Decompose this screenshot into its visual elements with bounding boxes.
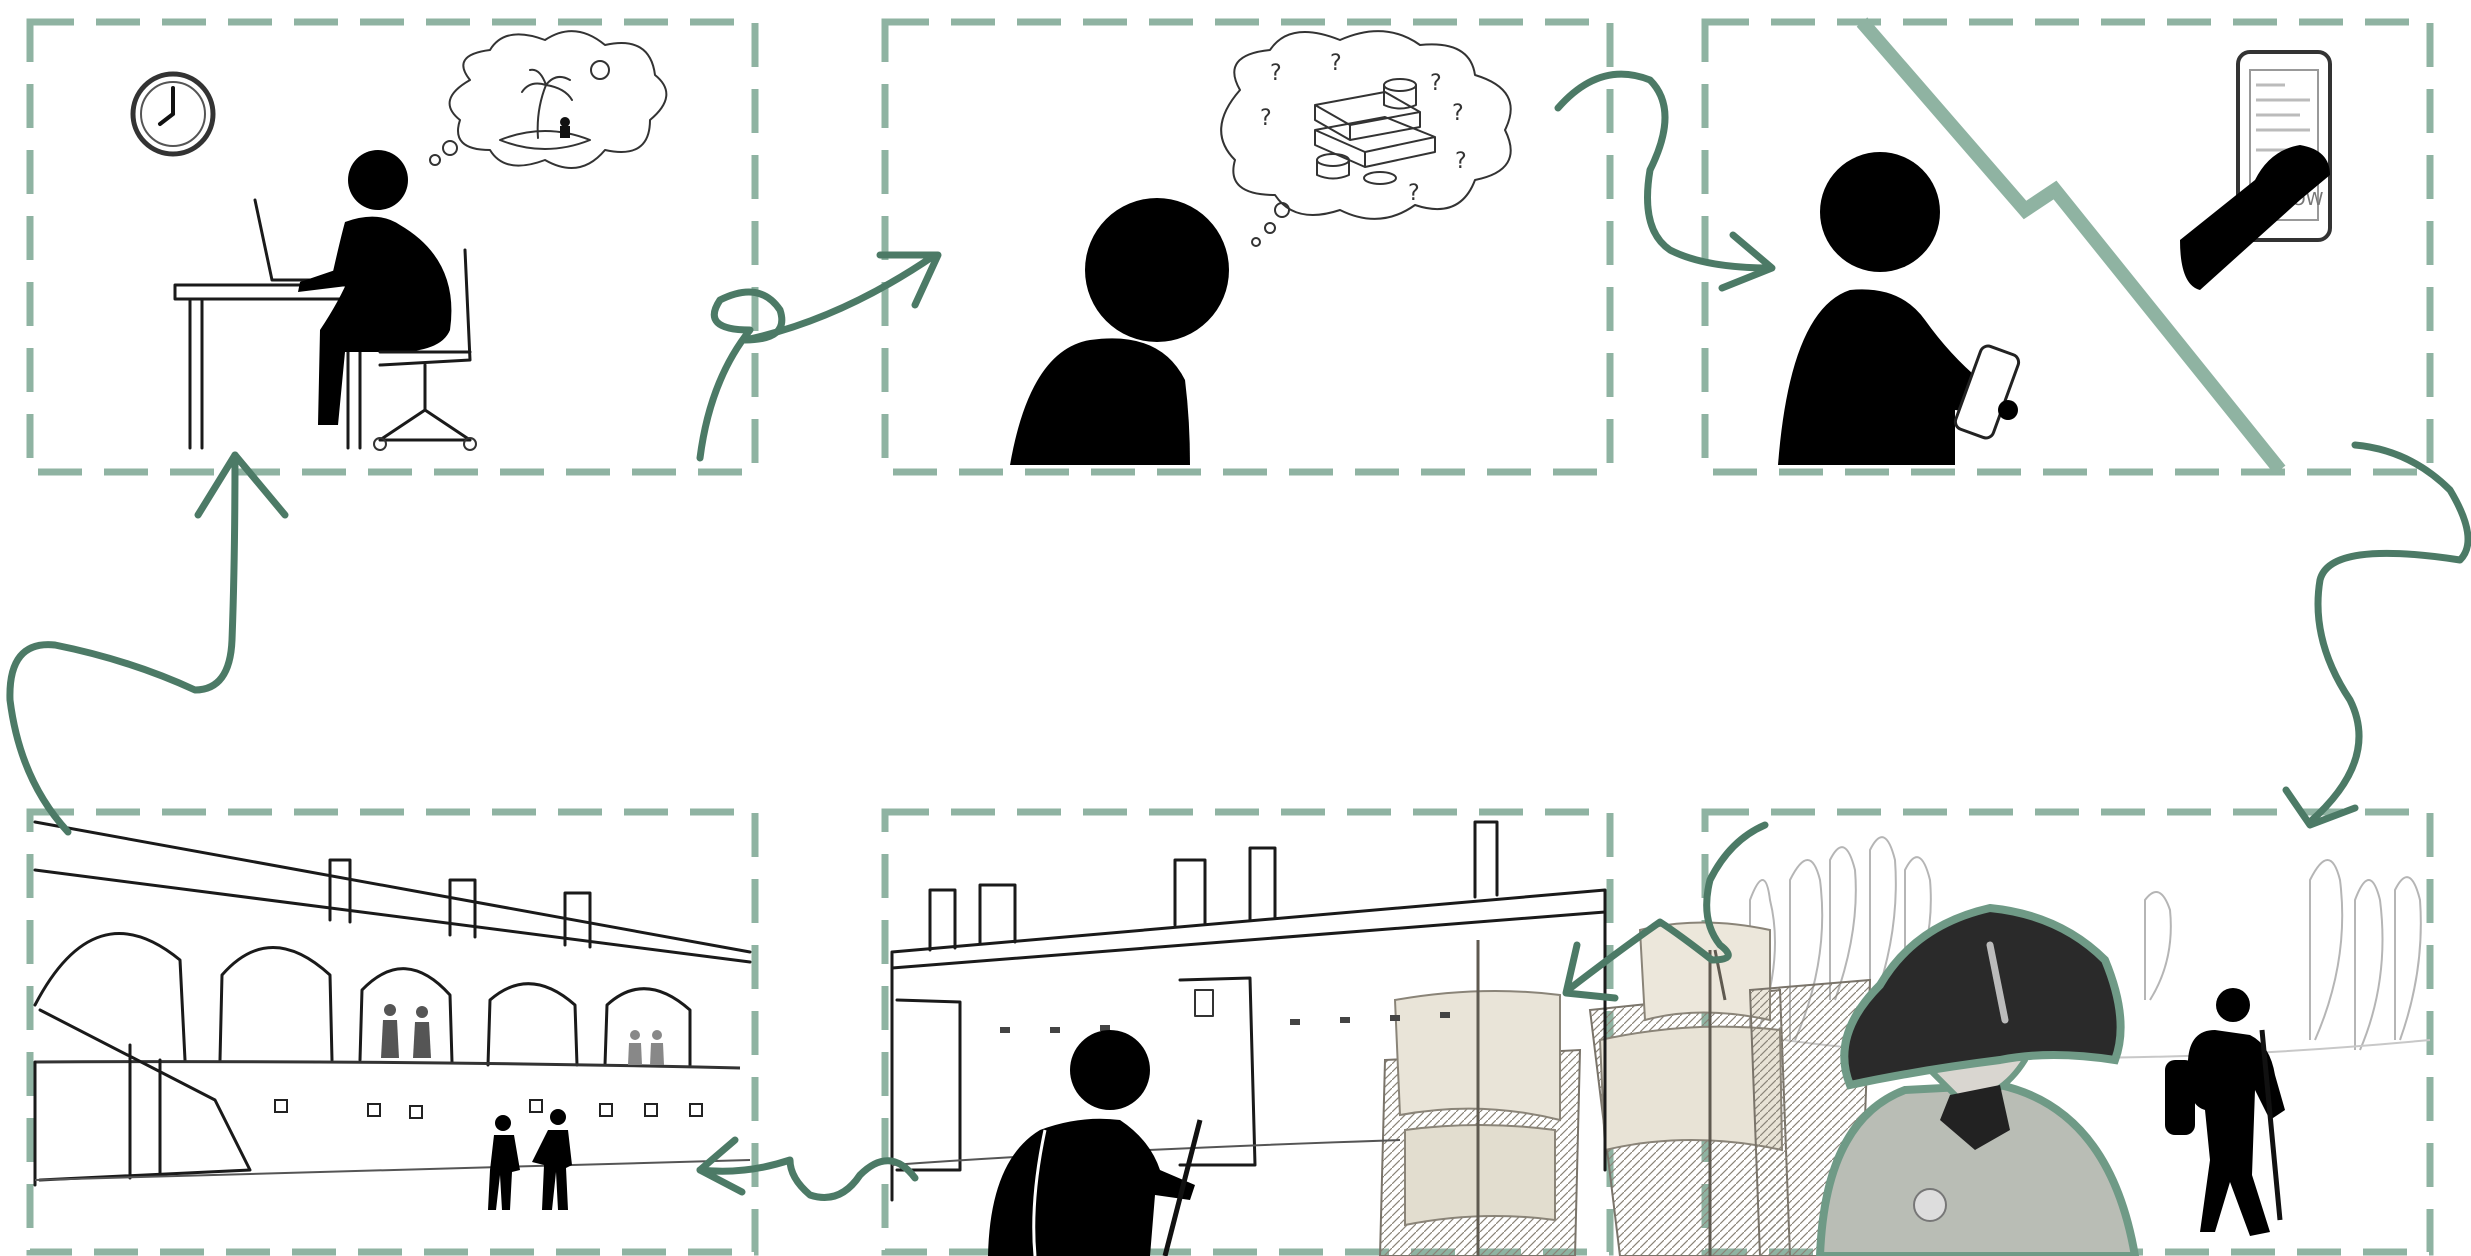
admiral-portrait (1820, 908, 2135, 1256)
fortress-arches-icon (35, 822, 750, 1185)
hand-phone-icon: NOW (2180, 52, 2330, 290)
arrow-panel3-to-panel4 (2286, 445, 2468, 825)
island-thought-icon (430, 31, 666, 168)
panel-2-money-scene: ? ? ? ? ? ? ? (1010, 31, 1511, 465)
svg-text:?: ? (1452, 101, 1464, 126)
arrow-panel2-to-panel3 (1558, 74, 1772, 288)
people-icon (381, 1004, 664, 1210)
hiker-icon (988, 1030, 1200, 1256)
svg-text:?: ? (1430, 71, 1442, 96)
svg-text:?: ? (1270, 61, 1282, 86)
svg-text:?: ? (1260, 106, 1272, 131)
panel-6-courtyard-scene (35, 822, 750, 1210)
svg-text:?: ? (1330, 51, 1342, 76)
panel-3-phone-scene: NOW (1778, 22, 2330, 470)
svg-text:?: ? (1408, 181, 1420, 206)
money-thought-icon: ? ? ? ? ? ? ? (1221, 31, 1511, 246)
panel-1-office-scene (133, 31, 666, 450)
clock-icon (133, 74, 213, 154)
office-worker-figure (298, 150, 451, 425)
svg-text:?: ? (1455, 149, 1467, 174)
panel-4-history-scene (1380, 837, 2430, 1256)
arrow-panel6-to-panel1 (10, 455, 285, 832)
arrow-panel1-to-panel2 (700, 255, 938, 458)
thinking-person-figure (1010, 198, 1229, 465)
ship-icon (1380, 923, 1870, 1256)
hiker-icon (2165, 988, 2285, 1236)
